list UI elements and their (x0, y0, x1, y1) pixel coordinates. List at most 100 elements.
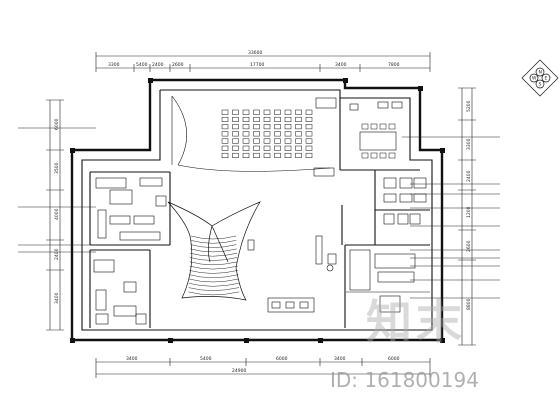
bottom-dimension-label: 5400 (200, 356, 212, 362)
hall-seat (295, 109, 302, 115)
compass-n-label: N (539, 70, 542, 76)
stair-tread (190, 244, 237, 248)
hall-seat (232, 109, 239, 115)
left-dimension-label: 3400 (54, 292, 60, 304)
right-dimension-label: 2600 (466, 240, 472, 252)
compass-s-label: S (539, 82, 542, 88)
left-dimension-labels: 6000 3500 4000 2400 3400 (54, 118, 60, 304)
hall-seat (253, 145, 260, 151)
top-dimension-label: 2600 (172, 62, 184, 68)
compass-rose (521, 59, 559, 97)
top-dimension-label: 17700 (250, 62, 264, 68)
top-dimension-label: 3400 (335, 62, 347, 68)
hall-seat (305, 138, 313, 144)
hall-seat (232, 131, 239, 137)
hall-seat (221, 145, 229, 151)
hall-seat (284, 109, 292, 115)
restroom-block (383, 177, 427, 225)
left-dimension-lines (46, 99, 64, 331)
hall-seat (305, 152, 313, 158)
hall-seat (221, 152, 229, 158)
hall-seat (274, 131, 281, 137)
hall-seat (242, 124, 250, 130)
right-lower-rooms (346, 249, 430, 313)
top-dimension-lines (95, 52, 431, 72)
hall-seat (274, 109, 281, 115)
hall-seat (253, 116, 260, 122)
stair-tread (188, 291, 240, 296)
stair-tread (190, 240, 237, 244)
hall-seat (232, 124, 239, 130)
hall-seat (295, 116, 302, 122)
office-left-lower (93, 259, 147, 325)
hall-seat (284, 131, 292, 137)
top-overall-dimension-label: 33600 (248, 50, 262, 56)
hall-seat (295, 145, 302, 151)
conference-chair (361, 123, 369, 130)
compass-w-label: W (532, 76, 537, 82)
hall-seat (263, 124, 271, 130)
top-segment-dimension-labels: 3300 5400 2400 2600 17700 3400 7800 (108, 62, 400, 68)
hall-seat (284, 138, 292, 144)
hall-seat (253, 152, 260, 158)
stair-treads (188, 235, 240, 296)
hall-seat (221, 116, 229, 122)
conference-room (349, 101, 403, 151)
hall-seat (242, 138, 250, 144)
hall-seat (232, 138, 239, 144)
hall-seat (274, 145, 281, 151)
hall-seat (242, 145, 250, 151)
hall-seat (263, 152, 271, 158)
top-dimension-label: 5400 (136, 62, 148, 68)
stair-tread (189, 274, 239, 278)
hall-seat (274, 138, 281, 144)
hall-seat (221, 124, 229, 130)
hall-seat (305, 131, 313, 137)
hall-seat (232, 145, 239, 151)
stair-tread (189, 265, 238, 270)
stair-tread (188, 278, 239, 283)
top-dimension-label: 2400 (152, 62, 164, 68)
stair-tread (190, 252, 238, 257)
right-dimension-label: 5200 (466, 100, 472, 112)
right-dimension-lines (458, 87, 476, 346)
stair-tread (188, 287, 240, 291)
hall-seat (242, 109, 250, 115)
lobby-furniture (247, 167, 337, 313)
lecture-hall (171, 95, 337, 172)
office-left-upper (95, 177, 167, 241)
hall-seat (284, 145, 292, 151)
hall-seat (263, 138, 271, 144)
structural-columns (70, 78, 445, 343)
hall-seat (242, 131, 250, 137)
hall-seat (274, 116, 281, 122)
left-dimension-label: 3500 (54, 162, 60, 174)
hall-seat (253, 138, 260, 144)
bottom-dimension-label: 6000 (276, 356, 288, 362)
hall-seat (263, 109, 271, 115)
hall-seat (284, 152, 292, 158)
right-dimension-label: 2400 (466, 170, 472, 182)
hall-seat (295, 124, 302, 130)
bottom-dimension-label: 3400 (334, 356, 346, 362)
hall-seat (253, 124, 260, 130)
hall-seat (263, 131, 271, 137)
bottom-segment-dimension-labels: 3400 5400 6000 3400 6000 (126, 356, 400, 362)
right-dimension-label: 8800 (466, 298, 472, 310)
conference-chair (361, 152, 369, 159)
conference-chairs (361, 123, 396, 159)
hall-seat (242, 116, 250, 122)
callout-leaders-left (18, 127, 96, 253)
conference-chair (379, 152, 387, 159)
hall-seat (274, 152, 281, 158)
lecture-hall-seats (221, 109, 313, 158)
hall-seat (295, 152, 302, 158)
hall-seat (263, 145, 271, 151)
left-dimension-label: 2400 (54, 248, 60, 260)
left-dimension-label: 4000 (54, 208, 60, 220)
hall-seat (284, 116, 292, 122)
hall-seat (263, 116, 271, 122)
hall-seat (305, 109, 313, 115)
stair-tread (189, 257, 238, 261)
hall-seat (221, 131, 229, 137)
